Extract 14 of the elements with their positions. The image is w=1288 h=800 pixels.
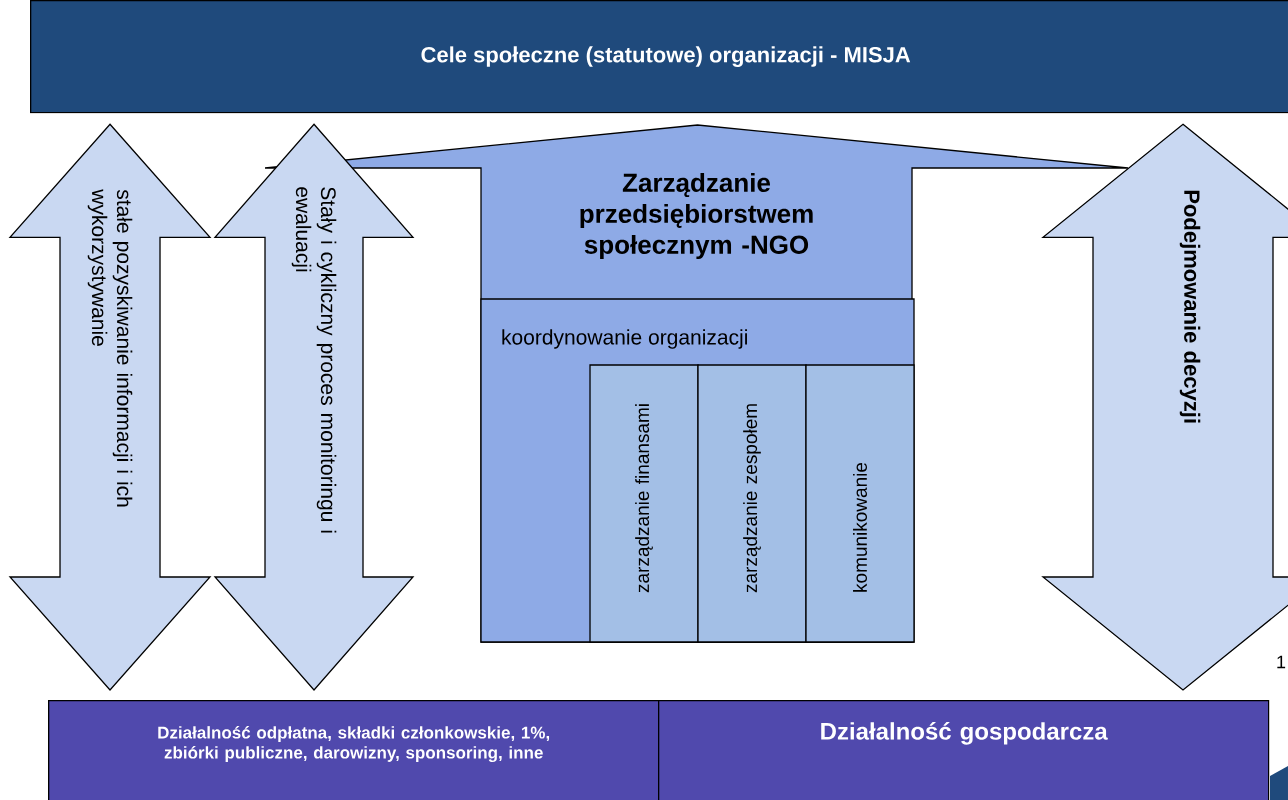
double-arrow xyxy=(1041,123,1288,691)
task-box: zarządzanie zespołem xyxy=(697,364,807,643)
node-label: Działalność odpłatna, składki członkowskie, 1%, zbiórki publiczne, darowizny, sponsoring, inne xyxy=(158,725,550,763)
arrow-label: stałe pozyskiwanie informacji i ich wykorzystywanie xyxy=(87,189,133,507)
page-number: 1 xyxy=(1277,655,1286,669)
funding-box: Działalność odpłatna, składki członkowskie, 1%, zbiórki publiczne, darowizny, sponsoring, inne xyxy=(48,700,660,800)
double-arrow xyxy=(213,123,415,691)
funding-box: Działalność gospodarcza xyxy=(658,700,1270,800)
double-arrow xyxy=(8,123,212,691)
task-box: zarządzanie finansami xyxy=(589,364,699,643)
arrow-label: Podejmowanie decyzji xyxy=(1179,190,1201,423)
banner-box: Cele społeczne (statutowe) organizacji - MISJA xyxy=(30,0,1288,114)
task-box: komunikowanie xyxy=(805,364,915,643)
arrow-label: Stały i cykliczny proces monitoringu i ewaluacji xyxy=(291,187,337,533)
